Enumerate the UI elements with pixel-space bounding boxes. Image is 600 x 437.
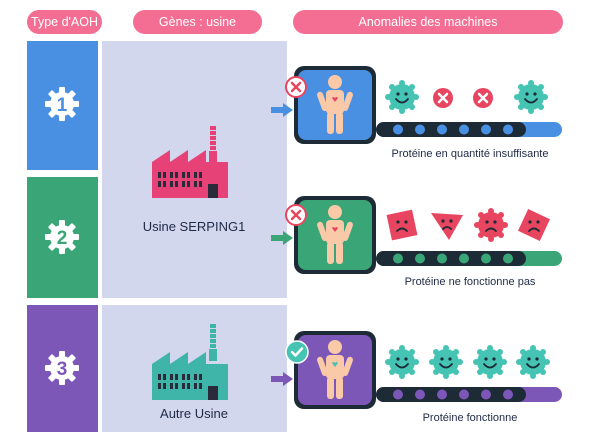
conveyor-belt-2 [376,251,562,266]
header-anomalies: Anomalies des machines [293,10,563,34]
close-icon [285,76,307,98]
factory-pink-icon [152,126,228,198]
person-panel-1 [294,66,376,144]
gear-badge-3: 3 [45,351,79,385]
check-icon [285,340,309,364]
arrow-right-icon [271,231,293,245]
factory-label-serping1: Usine SERPING1 [142,219,246,234]
happy-protein-icon [385,345,419,379]
sad-protein-square-icon [386,209,418,241]
type-number-2: 2 [57,228,68,249]
happy-protein-icon [514,80,548,114]
arrow-right-icon [271,103,293,117]
sad-protein-triangle-icon [431,213,463,240]
factory-teal-icon [152,324,228,400]
caption-row-1: Protéine en quantité insuffisante [391,148,549,160]
arrow-right-icon [271,372,293,386]
missing-protein-icon [433,88,453,108]
missing-protein-icon [473,88,493,108]
close-icon [285,204,307,226]
happy-protein-icon [385,80,419,114]
factory-label-other: Autre Usine [160,406,228,421]
type-number-3: 3 [57,359,68,380]
person-panel-3 [294,331,376,409]
person-panel-2 [294,196,376,274]
caption-row-2: Protéine ne fonctionne pas [404,276,536,288]
gear-badge-2: 2 [45,220,79,254]
gear-badge-1: 1 [45,87,79,121]
conveyor-belt-1 [376,122,562,137]
conveyor-belt-3 [376,387,562,402]
happy-protein-icon [473,345,507,379]
caption-row-3: Protéine fonctionne [422,412,518,424]
sad-protein-diamond-icon [518,209,550,241]
sad-protein-spiky-icon [474,208,508,242]
type-number-1: 1 [57,95,68,116]
happy-protein-icon [516,345,550,379]
header-type: Type d'AOH [27,10,102,34]
header-genes: Gènes : usine [133,10,262,34]
happy-protein-icon [429,345,463,379]
